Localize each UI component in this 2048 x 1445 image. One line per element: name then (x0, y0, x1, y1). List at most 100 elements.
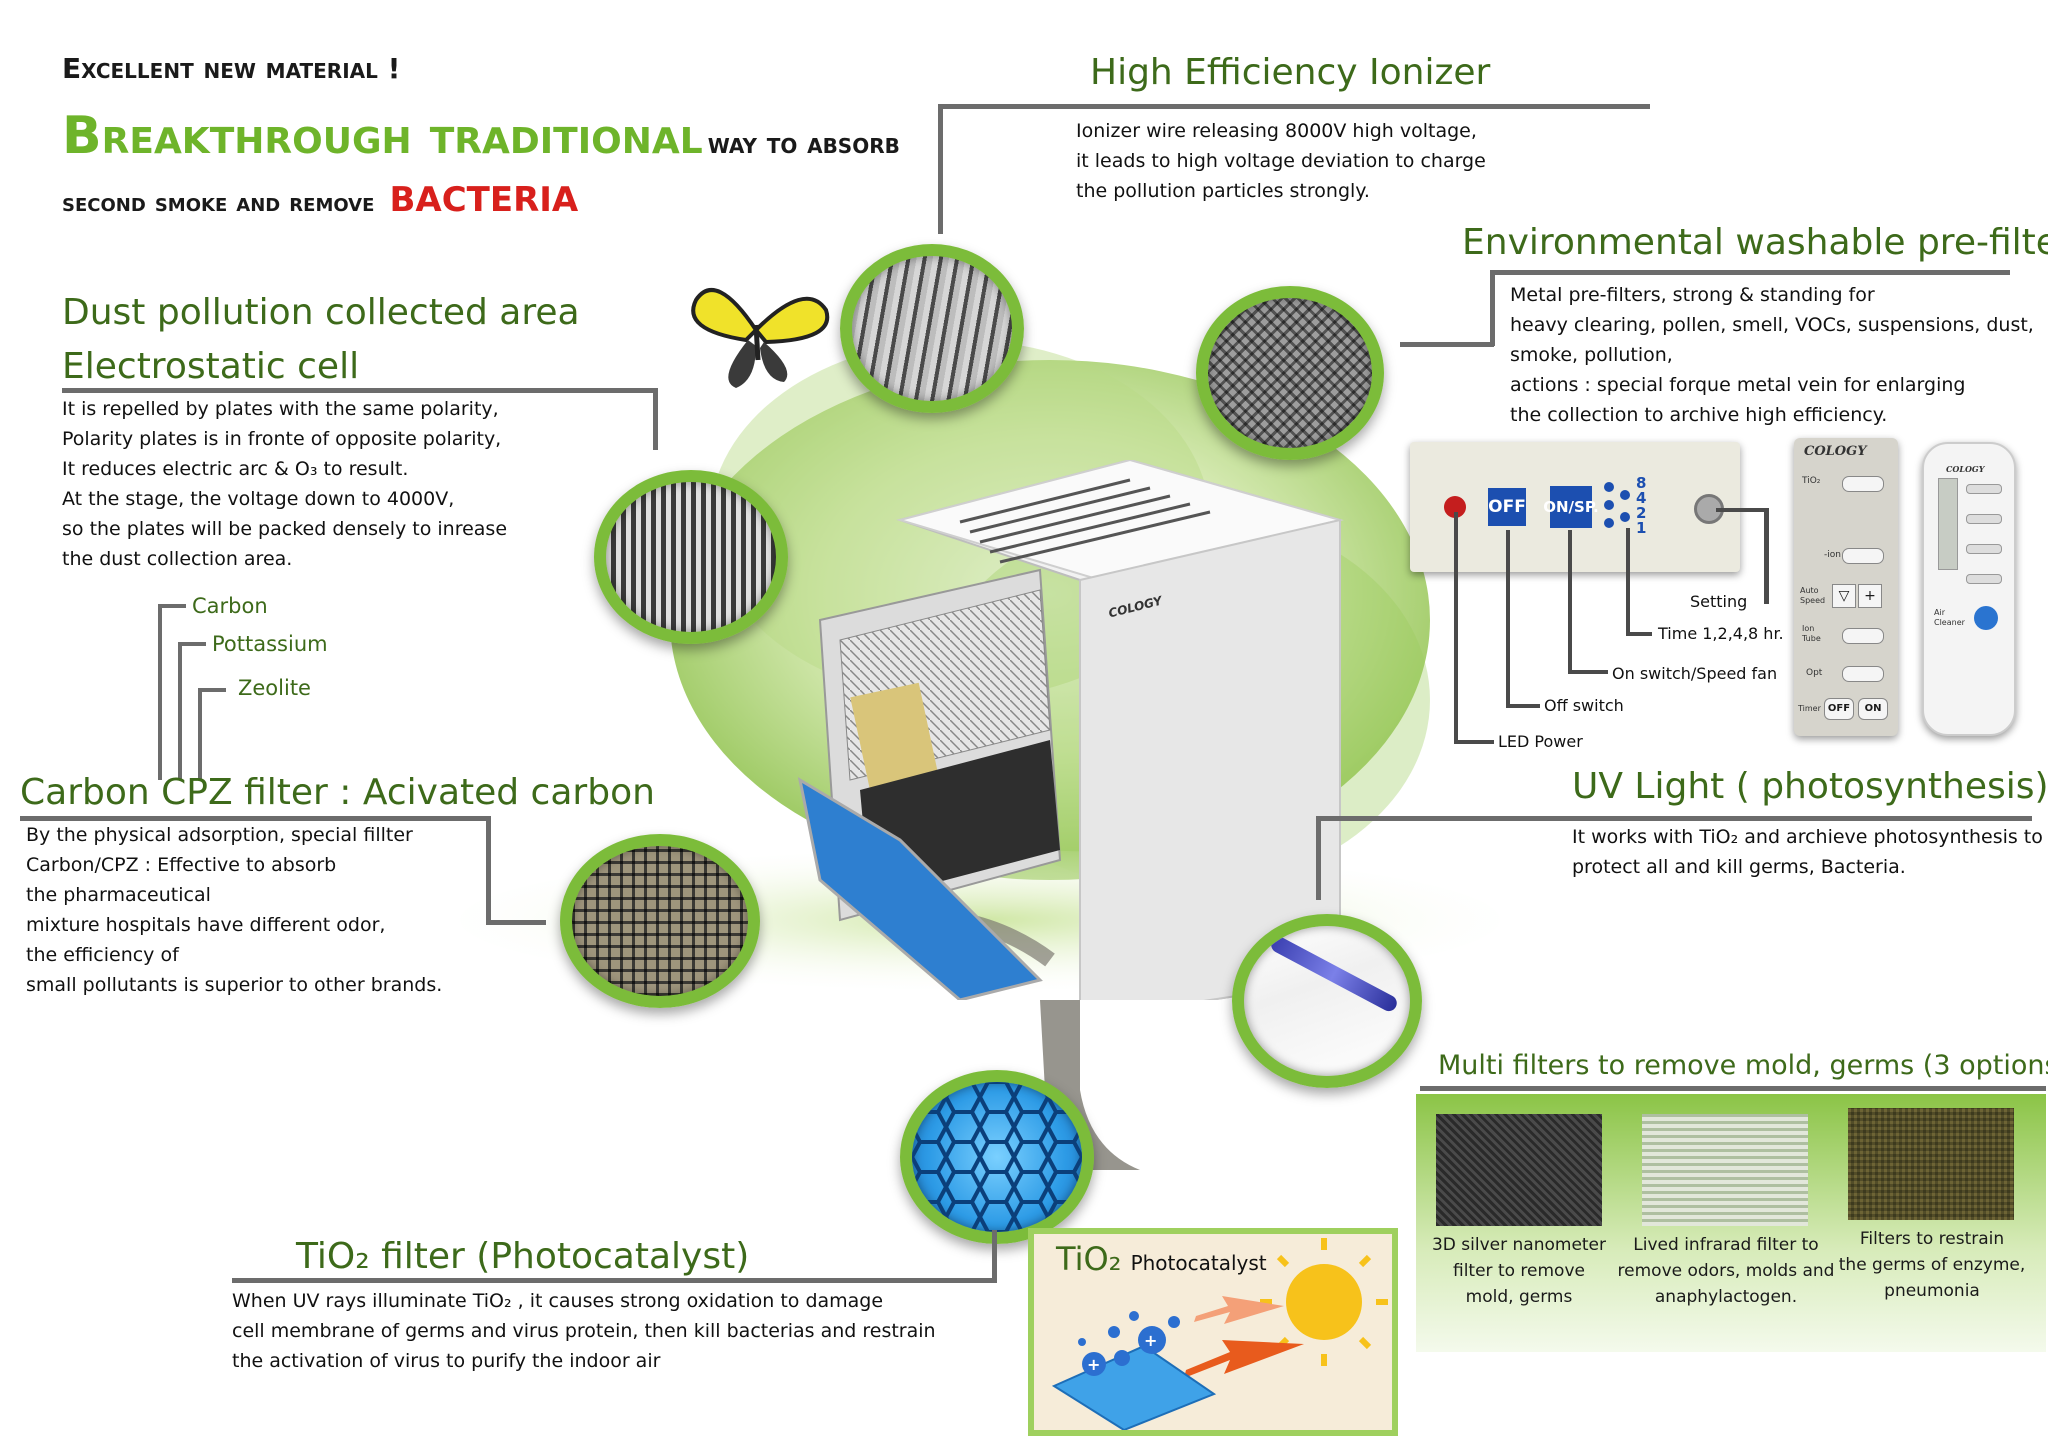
headline-line2: Breakthrough traditional way to absorb (62, 106, 900, 166)
electrostatic-connector-v (653, 388, 658, 450)
ion-tube-button[interactable] (1842, 628, 1884, 644)
infrared-caption: Lived infrarad filter to remove odors, m… (1616, 1232, 1836, 1310)
remote2-button[interactable] (1966, 544, 2002, 554)
prefilter-line: heavy clearing, pollen, smell, VOCs, sus… (1510, 314, 2034, 336)
tio2-honeycomb-image (900, 1070, 1094, 1244)
led-power-indicator (1444, 496, 1466, 518)
light-arrow-icon (1194, 1296, 1284, 1324)
electrostatic-title2: Electrostatic cell (62, 346, 360, 387)
butterfly-icon (691, 288, 830, 388)
speed-down-button[interactable]: ▽ (1832, 584, 1856, 608)
carbon-connector-h2 (486, 920, 546, 925)
caption-line: Lived infrarad filter to (1633, 1235, 1819, 1255)
remote2-label: Air Cleaner (1934, 608, 1965, 627)
setting-connector (1764, 508, 1769, 604)
timer-dot (1620, 512, 1630, 522)
carbon-description: By the physical adsorption, special fill… (26, 820, 442, 1000)
electrostatic-connector-h (62, 388, 658, 393)
setting-connector-h (1716, 508, 1768, 512)
zeolite-tick-v (198, 688, 202, 780)
speed-dot (1604, 482, 1614, 492)
carbon-label: Carbon (192, 594, 268, 618)
remote2-button[interactable] (1966, 514, 2002, 524)
electrostatic-title1: Dust pollution collected area (62, 292, 580, 333)
off-connector-v (1506, 530, 1510, 706)
caption-line: 3D silver nanometer (1431, 1235, 1607, 1255)
tio2-connector-h (232, 1278, 996, 1283)
led-connector-v (1454, 512, 1458, 742)
off-switch-label: Off switch (1544, 696, 1624, 715)
photocatalyst-illustration: ++ (1051, 1238, 1388, 1430)
remote-label: Opt (1806, 668, 1823, 678)
timer-numbers: 8 4 2 1 (1636, 476, 1646, 536)
electrostatic-line: Polarity plates is in fronte of opposite… (62, 428, 502, 450)
caption-line: remove odors, molds and (1617, 1261, 1835, 1281)
electrostatic-line: It reduces electric arc & O₃ to result. (62, 458, 409, 480)
headline-bacteria: BACTERIA (389, 180, 579, 220)
timer-number: 2 (1636, 504, 1647, 522)
caption-line: pneumonia (1884, 1281, 1980, 1301)
ionizer-line: Ionizer wire releasing 8000V high voltag… (1076, 120, 1477, 142)
photocatalyst-diagram: TiO₂ Photocatalyst ++ (1028, 1228, 1398, 1436)
opt-button[interactable] (1842, 666, 1884, 682)
uv-line: protect all and kill germs, Bacteria. (1572, 856, 1906, 878)
carbon-line: the efficiency of (26, 944, 179, 966)
ionizer-connector-v (938, 104, 943, 234)
remote2-power-button[interactable] (1974, 606, 1998, 630)
electrostatic-line: At the stage, the voltage down to 4000V, (62, 488, 455, 510)
enzyme-filter-swatch (1848, 1108, 2014, 1220)
potassium-tick (178, 642, 206, 646)
prefilter-line: smoke, pollution, (1510, 344, 1673, 366)
remote2-button[interactable] (1966, 484, 2002, 494)
carbon-connector-v (486, 816, 491, 924)
remote-control-panel: COLOGY TiO₂ -ion Auto Speed ▽ + Ion Tube… (1794, 438, 1898, 736)
ion-button[interactable] (1842, 548, 1884, 564)
photocatalyst-title: TiO₂ Photocatalyst (1056, 1240, 1267, 1278)
headline-line3: second smoke and remove BACTERIA (62, 180, 578, 220)
timer-number: 1 (1636, 519, 1647, 537)
tio2-button[interactable] (1842, 476, 1884, 492)
time-label: Time 1,2,4,8 hr. (1658, 624, 1784, 643)
ionizer-description: Ionizer wire releasing 8000V high voltag… (1076, 116, 1486, 206)
caption-line: anaphylactogen. (1654, 1287, 1798, 1307)
uv-lamp-image (1232, 914, 1422, 1088)
headline-second-smoke: second smoke and remove (62, 188, 375, 218)
prefilter-title: Environmental washable pre-filter (1462, 222, 2048, 263)
remote-off-button[interactable]: OFF (1824, 698, 1854, 720)
caption-line: filter to remove (1453, 1261, 1585, 1281)
on-connector-v (1568, 530, 1572, 672)
tio2-line: the activation of virus to purify the in… (232, 1350, 661, 1372)
on-connector-h (1568, 670, 1608, 674)
carbon-line: small pollutants is superior to other br… (26, 974, 443, 996)
on-speed-button[interactable]: ON/SP. (1543, 486, 1599, 528)
carbon-tick-v (158, 604, 162, 780)
prefilter-connector-h (1490, 270, 2010, 275)
tio2-line: cell membrane of germs and virus protein… (232, 1320, 936, 1342)
remote-label: Timer (1798, 704, 1821, 713)
remote-label: TiO₂ (1802, 476, 1821, 486)
remote-label: Ion Tube (1802, 624, 1821, 643)
remote2-button[interactable] (1966, 574, 2002, 584)
zeolite-label: Zeolite (238, 676, 311, 700)
control-panel: OFF ON/SP. 8 4 2 1 (1410, 442, 1740, 572)
carbon-tick (158, 604, 186, 608)
potassium-tick-v (178, 642, 182, 780)
light-arrow-icon (1184, 1340, 1304, 1378)
uv-connector-h (1316, 816, 2032, 821)
prefilter-description: Metal pre-filters, strong & standing for… (1510, 280, 2034, 430)
silver-nano-caption: 3D silver nanometer filter to remove mol… (1424, 1232, 1614, 1310)
carbon-filter-image (560, 834, 760, 1008)
remote-label: Auto Speed (1800, 586, 1826, 605)
infrared-filter-swatch (1642, 1114, 1808, 1226)
carbon-line: Carbon/CPZ : Effective to absorb (26, 854, 337, 876)
air-purifier-device (797, 460, 1344, 1000)
electrostatic-line: so the plates will be packed densely to … (62, 518, 508, 540)
off-button[interactable]: OFF (1488, 488, 1526, 526)
uv-tube (1268, 934, 1400, 1014)
speed-up-button[interactable]: + (1858, 584, 1882, 608)
remote-on-button[interactable]: ON (1858, 698, 1888, 720)
tio2-connector-v (992, 1230, 997, 1283)
electrostatic-line: the dust collection area. (62, 548, 293, 570)
caption-line: Filters to restrain (1859, 1229, 2005, 1249)
ionizer-wire-image (840, 244, 1024, 413)
